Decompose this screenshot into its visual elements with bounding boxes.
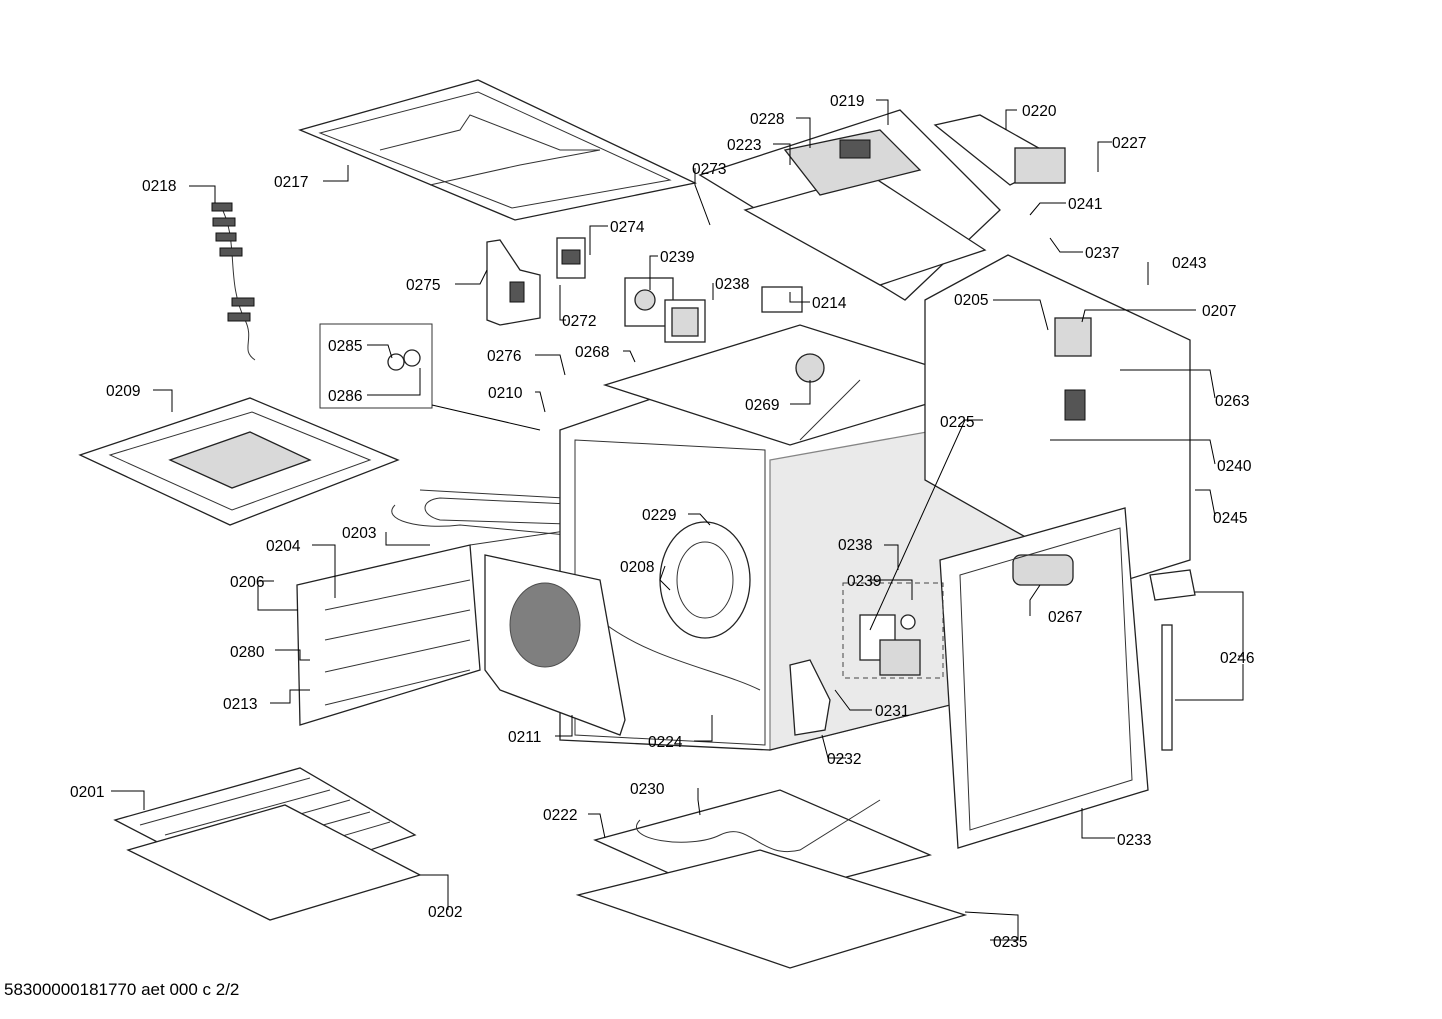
callout-0230: 0230	[630, 781, 665, 798]
sensor-module	[842, 582, 944, 679]
callout-0267: 0267	[1048, 609, 1082, 626]
top-cover-frame	[298, 79, 698, 221]
fan-cover-panel	[484, 554, 626, 736]
callout-0206: 0206	[230, 574, 264, 591]
callout-0238a: 0238	[715, 276, 749, 293]
callout-0233: 0233	[1117, 832, 1151, 849]
callout-0201: 0201	[70, 784, 104, 801]
callout-0263: 0263	[1215, 393, 1249, 410]
side-shelf-rails	[296, 544, 481, 726]
callout-0231: 0231	[875, 703, 909, 720]
callout-0235: 0235	[993, 934, 1027, 951]
callout-0219: 0219	[830, 93, 864, 110]
callout-0275: 0275	[406, 277, 440, 294]
callout-0218: 0218	[142, 178, 176, 195]
callout-0245: 0245	[1213, 510, 1247, 527]
callout-0238b: 0238	[838, 537, 872, 554]
callout-0269: 0269	[745, 397, 779, 414]
callout-0285: 0285	[328, 338, 362, 355]
baking-tray	[78, 397, 400, 526]
side-panel	[939, 507, 1149, 849]
callout-0243: 0243	[1172, 255, 1206, 272]
terminal-block	[1149, 569, 1196, 751]
callout-0217: 0217	[274, 174, 308, 191]
callout-0237: 0237	[1085, 245, 1119, 262]
lower-bracket	[789, 659, 831, 736]
callout-0220: 0220	[1022, 103, 1057, 120]
callout-0228: 0228	[750, 111, 784, 128]
callout-0239b: 0239	[847, 573, 881, 590]
callout-0276: 0276	[487, 348, 521, 365]
callout-0240: 0240	[1217, 458, 1252, 475]
callout-0227: 0227	[1112, 135, 1146, 152]
leader-lines	[111, 99, 1244, 941]
callout-0203: 0203	[342, 525, 376, 542]
callout-0232: 0232	[827, 751, 861, 768]
callout-0229: 0229	[642, 507, 676, 524]
convection-fan	[659, 521, 751, 639]
callout-0286: 0286	[328, 388, 362, 405]
callout-0207: 0207	[1202, 303, 1236, 320]
callout-0268: 0268	[575, 344, 609, 361]
callout-0239a: 0239	[660, 249, 694, 266]
callout-0272: 0272	[562, 313, 596, 330]
document-reference: 58300000181770 aet 000 c 2/2	[4, 980, 240, 999]
bottom-base-plate	[575, 849, 968, 969]
callout-0246: 0246	[1220, 650, 1254, 667]
wire-harness	[211, 202, 256, 361]
callout-0214: 0214	[812, 295, 847, 312]
callout-0280: 0280	[230, 644, 265, 661]
callout-0210: 0210	[488, 385, 523, 402]
callout-0204: 0204	[266, 538, 301, 555]
top-control-assembly	[698, 109, 1066, 301]
callout-0273: 0273	[692, 161, 726, 178]
callout-0205: 0205	[954, 292, 988, 309]
callout-0211: 0211	[508, 729, 541, 746]
callout-0222: 0222	[543, 807, 577, 824]
callout-0202: 0202	[428, 904, 462, 921]
callout-0225: 0225	[940, 414, 974, 431]
callout-0208: 0208	[620, 559, 654, 576]
callout-labels: 0217 0218 0219 0228 0223 0220 0227 0273 …	[70, 93, 1254, 951]
callout-0274: 0274	[610, 219, 645, 236]
upper-brackets	[486, 237, 586, 326]
callout-0213: 0213	[223, 696, 257, 713]
rear-panel	[924, 254, 1191, 586]
lamp-assembly	[624, 277, 803, 343]
callout-0209: 0209	[106, 383, 140, 400]
callout-0241: 0241	[1068, 196, 1102, 213]
callout-0223: 0223	[727, 137, 761, 154]
callout-0224: 0224	[648, 734, 683, 751]
